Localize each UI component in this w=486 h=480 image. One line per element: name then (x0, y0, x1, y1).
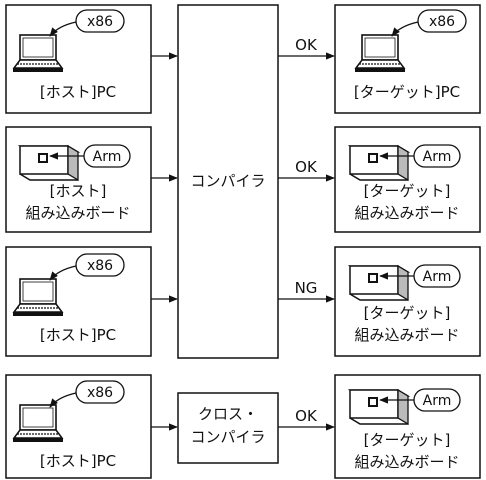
cross-compiler-box (177, 392, 279, 464)
laptop-icon (12, 278, 64, 316)
board-icon (347, 264, 411, 302)
cpu-badge (417, 9, 467, 33)
target-label: [ターゲット] (364, 182, 451, 200)
cpu-badge (413, 264, 461, 288)
target-label: 組み込みボード (354, 204, 459, 222)
cpu-badge (413, 144, 461, 168)
cpu-badge (413, 388, 461, 412)
board-icon (17, 144, 81, 182)
laptop-icon (12, 404, 64, 442)
callout-curve (49, 392, 77, 408)
target-box-3 (334, 246, 481, 357)
laptop-icon (12, 34, 64, 72)
result-label-4: OK (295, 407, 318, 425)
cpu-badge-label: x86 (87, 385, 113, 401)
cpu-badge-label: Arm (423, 269, 452, 285)
host-label: [ホスト] (50, 182, 107, 200)
cpu-badge-label: x86 (87, 14, 113, 30)
target-label: [ターゲット]PC (354, 83, 460, 101)
host-label: [ホスト]PC (40, 452, 116, 470)
compiler-box (177, 4, 279, 359)
cpu-badge (83, 144, 131, 168)
cpu-badge-label: x86 (87, 258, 113, 274)
target-label: [ターゲット] (364, 431, 451, 449)
host-label: [ホスト]PC (40, 83, 116, 101)
callout-curve (49, 265, 77, 281)
cpu-badge-label: Arm (423, 149, 452, 165)
result-label-3: NG (295, 279, 318, 297)
compiler-label: コンパイラ (190, 172, 265, 190)
target-label: 組み込みボード (354, 453, 459, 471)
cpu-badge (75, 9, 125, 33)
callout-curve (49, 21, 77, 37)
host-label: 組み込みボード (25, 204, 130, 222)
board-icon (347, 144, 411, 182)
board-icon (347, 388, 411, 426)
callout-curve (391, 21, 419, 37)
target-label: 組み込みボード (354, 326, 459, 344)
cpu-badge-label: x86 (429, 14, 455, 30)
cross-compiler-label-line1: クロス・ (198, 405, 258, 423)
host-label: [ホスト]PC (40, 326, 116, 344)
result-label-2: OK (295, 158, 318, 176)
cross-compiler-label-line2: コンパイラ (190, 428, 265, 446)
cpu-badge (75, 380, 125, 404)
result-label-1: OK (295, 36, 318, 54)
cpu-badge (75, 253, 125, 277)
cpu-badge-label: Arm (423, 393, 452, 409)
target-label: [ターゲット] (364, 304, 451, 322)
laptop-icon (354, 34, 406, 72)
cpu-badge-label: Arm (93, 149, 122, 165)
